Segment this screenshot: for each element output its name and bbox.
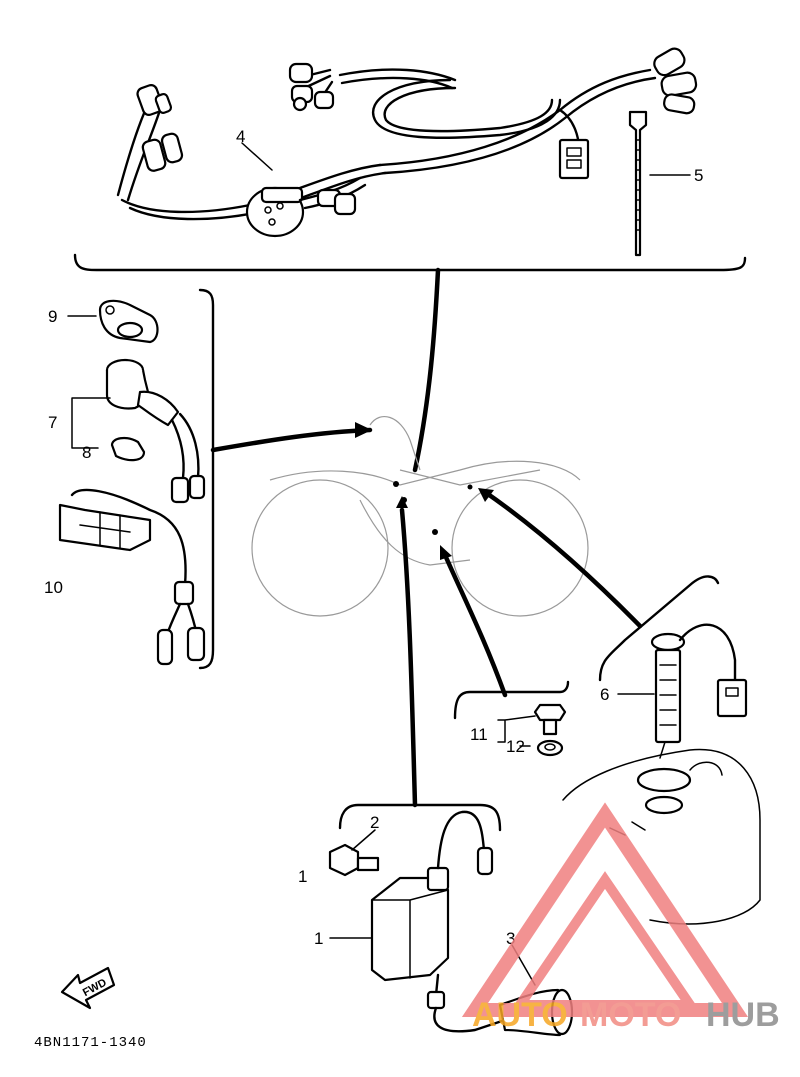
callout-1b: 1 bbox=[314, 929, 323, 948]
callout-8: 8 bbox=[82, 443, 91, 462]
callout-2: 2 bbox=[370, 813, 379, 832]
indicator-socket bbox=[105, 358, 206, 504]
group-bracket-left bbox=[198, 288, 215, 670]
watermark-moto: MOTO bbox=[580, 996, 681, 1034]
leader-2 bbox=[399, 507, 418, 808]
callout-1a: 1 bbox=[298, 867, 307, 886]
callout-10: 10 bbox=[44, 578, 63, 597]
bolt-small bbox=[533, 703, 567, 736]
group-bracket-top bbox=[73, 253, 747, 272]
group-bracket-coil bbox=[338, 803, 502, 832]
wire-harness bbox=[116, 47, 698, 238]
callout-7: 7 bbox=[48, 413, 57, 432]
callout-4: 4 bbox=[236, 127, 245, 146]
watermark-hub: HUB bbox=[706, 996, 780, 1034]
ignition-coil bbox=[370, 810, 494, 1010]
watermark-auto: AUTO bbox=[472, 996, 568, 1034]
fuel-sender bbox=[650, 623, 748, 744]
bracket-plate bbox=[98, 299, 159, 344]
forward-arrow-icon: FWD bbox=[60, 966, 116, 1010]
bulb bbox=[110, 436, 146, 462]
callout-3: 3 bbox=[506, 929, 515, 948]
rectifier bbox=[58, 488, 206, 666]
callout-6: 6 bbox=[600, 685, 609, 704]
callout-11: 11 bbox=[470, 725, 488, 744]
leader-left bbox=[210, 427, 373, 453]
callout-5: 5 bbox=[694, 166, 703, 185]
group-bracket-6 bbox=[598, 575, 720, 682]
leader-6 bbox=[482, 489, 643, 629]
leader-11 bbox=[442, 552, 508, 698]
cable-tie bbox=[628, 110, 691, 257]
watermark-logo: AUTO MOTO HUB bbox=[461, 802, 780, 1034]
callout-9: 9 bbox=[48, 307, 57, 326]
callout-12: 12 bbox=[506, 737, 525, 756]
washer bbox=[536, 739, 564, 757]
diagram-code: 4BN1171-1340 bbox=[34, 1035, 147, 1051]
leader-top bbox=[412, 267, 441, 473]
group-bracket-11 bbox=[453, 680, 570, 720]
motorcycle-outline bbox=[251, 416, 589, 617]
coil-bolt bbox=[328, 843, 380, 877]
